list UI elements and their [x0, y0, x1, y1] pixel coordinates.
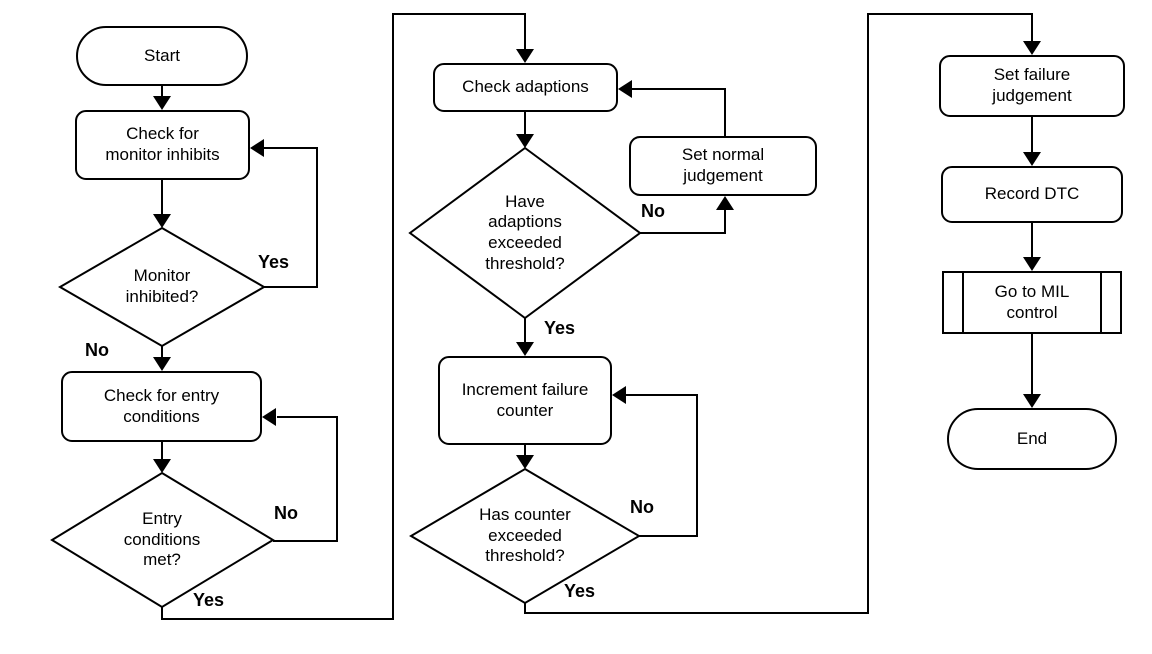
- edge-start-to-check-monitor: [153, 86, 171, 110]
- node-set-failure-judgement: Set failure judgement: [939, 55, 1125, 117]
- decision-counter-exceeded-shape: [409, 467, 641, 605]
- edge-label-monitor-inhibited-no: No: [85, 340, 109, 360]
- node-go-to-mil-control-label: Go to MIL control: [994, 281, 1070, 322]
- decision-monitor-inhibited: Monitor inhibited?: [92, 247, 232, 327]
- decision-monitor-inhibited-shape: [58, 226, 266, 348]
- predefined-process-bar-left: [962, 273, 964, 332]
- edge-label-entry-conditions-yes: Yes: [193, 590, 225, 610]
- node-go-to-mil-control: Go to MIL control: [942, 271, 1122, 334]
- node-start: Start: [76, 26, 248, 86]
- decision-entry-conditions-shape: [50, 471, 275, 609]
- edge-mil-control-to-end: [1023, 334, 1041, 408]
- node-set-normal-judgement: Set normal judgement: [629, 136, 817, 196]
- node-set-normal-judgement-label: Set normal judgement: [681, 145, 765, 185]
- edge-counter-exceeded-no-loop: [612, 386, 698, 537]
- decision-monitor-inhibited-label: Monitor inhibited?: [125, 266, 199, 306]
- edge-label-adaptions-exceeded-yes: Yes: [544, 318, 576, 338]
- edge-record-dtc-to-mil-control: [1023, 223, 1041, 271]
- decision-adaptions-exceeded-label: Have adaptions exceeded threshold?: [485, 191, 565, 273]
- decision-counter-exceeded: Has counter exceeded threshold?: [455, 486, 595, 586]
- decision-adaptions-exceeded: Have adaptions exceeded threshold?: [455, 173, 595, 293]
- node-record-dtc: Record DTC: [941, 166, 1123, 223]
- edge-check-adaptions-to-adaptions-exceeded: [516, 112, 534, 148]
- predefined-process-bar-right: [1100, 273, 1102, 332]
- node-increment-failure-counter-label: Increment failure counter: [461, 379, 589, 420]
- edge-increment-to-counter-exceeded: [516, 445, 534, 469]
- edge-adaptions-exceeded-no-to-set-normal: [640, 196, 734, 234]
- edge-check-monitor-to-monitor-inhibited: [153, 180, 171, 228]
- edge-adaptions-exceeded-yes: [516, 318, 534, 356]
- node-check-entry-conditions: Check for entry conditions: [61, 371, 262, 442]
- node-check-monitor-inhibits-label: Check for monitor inhibits: [105, 124, 220, 164]
- edge-label-counter-exceeded-yes: Yes: [564, 581, 596, 601]
- node-check-adaptions-label: Check adaptions: [462, 77, 589, 97]
- node-start-label: Start: [144, 45, 180, 65]
- edge-label-adaptions-exceeded-no: No: [641, 201, 665, 221]
- edge-counter-exceeded-yes-to-set-failure: [524, 13, 1041, 614]
- edge-set-normal-to-check-adaptions: [618, 80, 726, 136]
- edge-label-monitor-inhibited-yes: Yes: [258, 252, 290, 272]
- decision-adaptions-exceeded-shape: [408, 146, 642, 320]
- edge-entry-met-no-loop: [262, 408, 338, 542]
- edge-entry-met-yes-to-check-adaptions: [161, 13, 534, 620]
- node-record-dtc-label: Record DTC: [984, 184, 1080, 204]
- edge-set-failure-to-record-dtc: [1023, 117, 1041, 166]
- decision-entry-conditions-label: Entry conditions met?: [123, 508, 201, 570]
- edge-label-entry-conditions-no: No: [274, 503, 298, 523]
- node-check-adaptions: Check adaptions: [433, 63, 618, 112]
- node-end: End: [947, 408, 1117, 470]
- node-check-monitor-inhibits: Check for monitor inhibits: [75, 110, 250, 180]
- edge-monitor-inhibited-yes-loop: [250, 139, 318, 288]
- edge-check-entry-to-entry-met: [153, 442, 171, 473]
- decision-entry-conditions: Entry conditions met?: [92, 490, 232, 590]
- node-end-label: End: [1016, 428, 1048, 448]
- decision-counter-exceeded-label: Has counter exceeded threshold?: [479, 504, 571, 566]
- edge-label-counter-exceeded-no: No: [630, 497, 654, 517]
- node-check-entry-conditions-label: Check for entry conditions: [103, 385, 220, 426]
- edge-monitor-inhibited-no: [153, 346, 171, 371]
- node-increment-failure-counter: Increment failure counter: [438, 356, 612, 445]
- node-set-failure-judgement-label: Set failure judgement: [992, 65, 1072, 105]
